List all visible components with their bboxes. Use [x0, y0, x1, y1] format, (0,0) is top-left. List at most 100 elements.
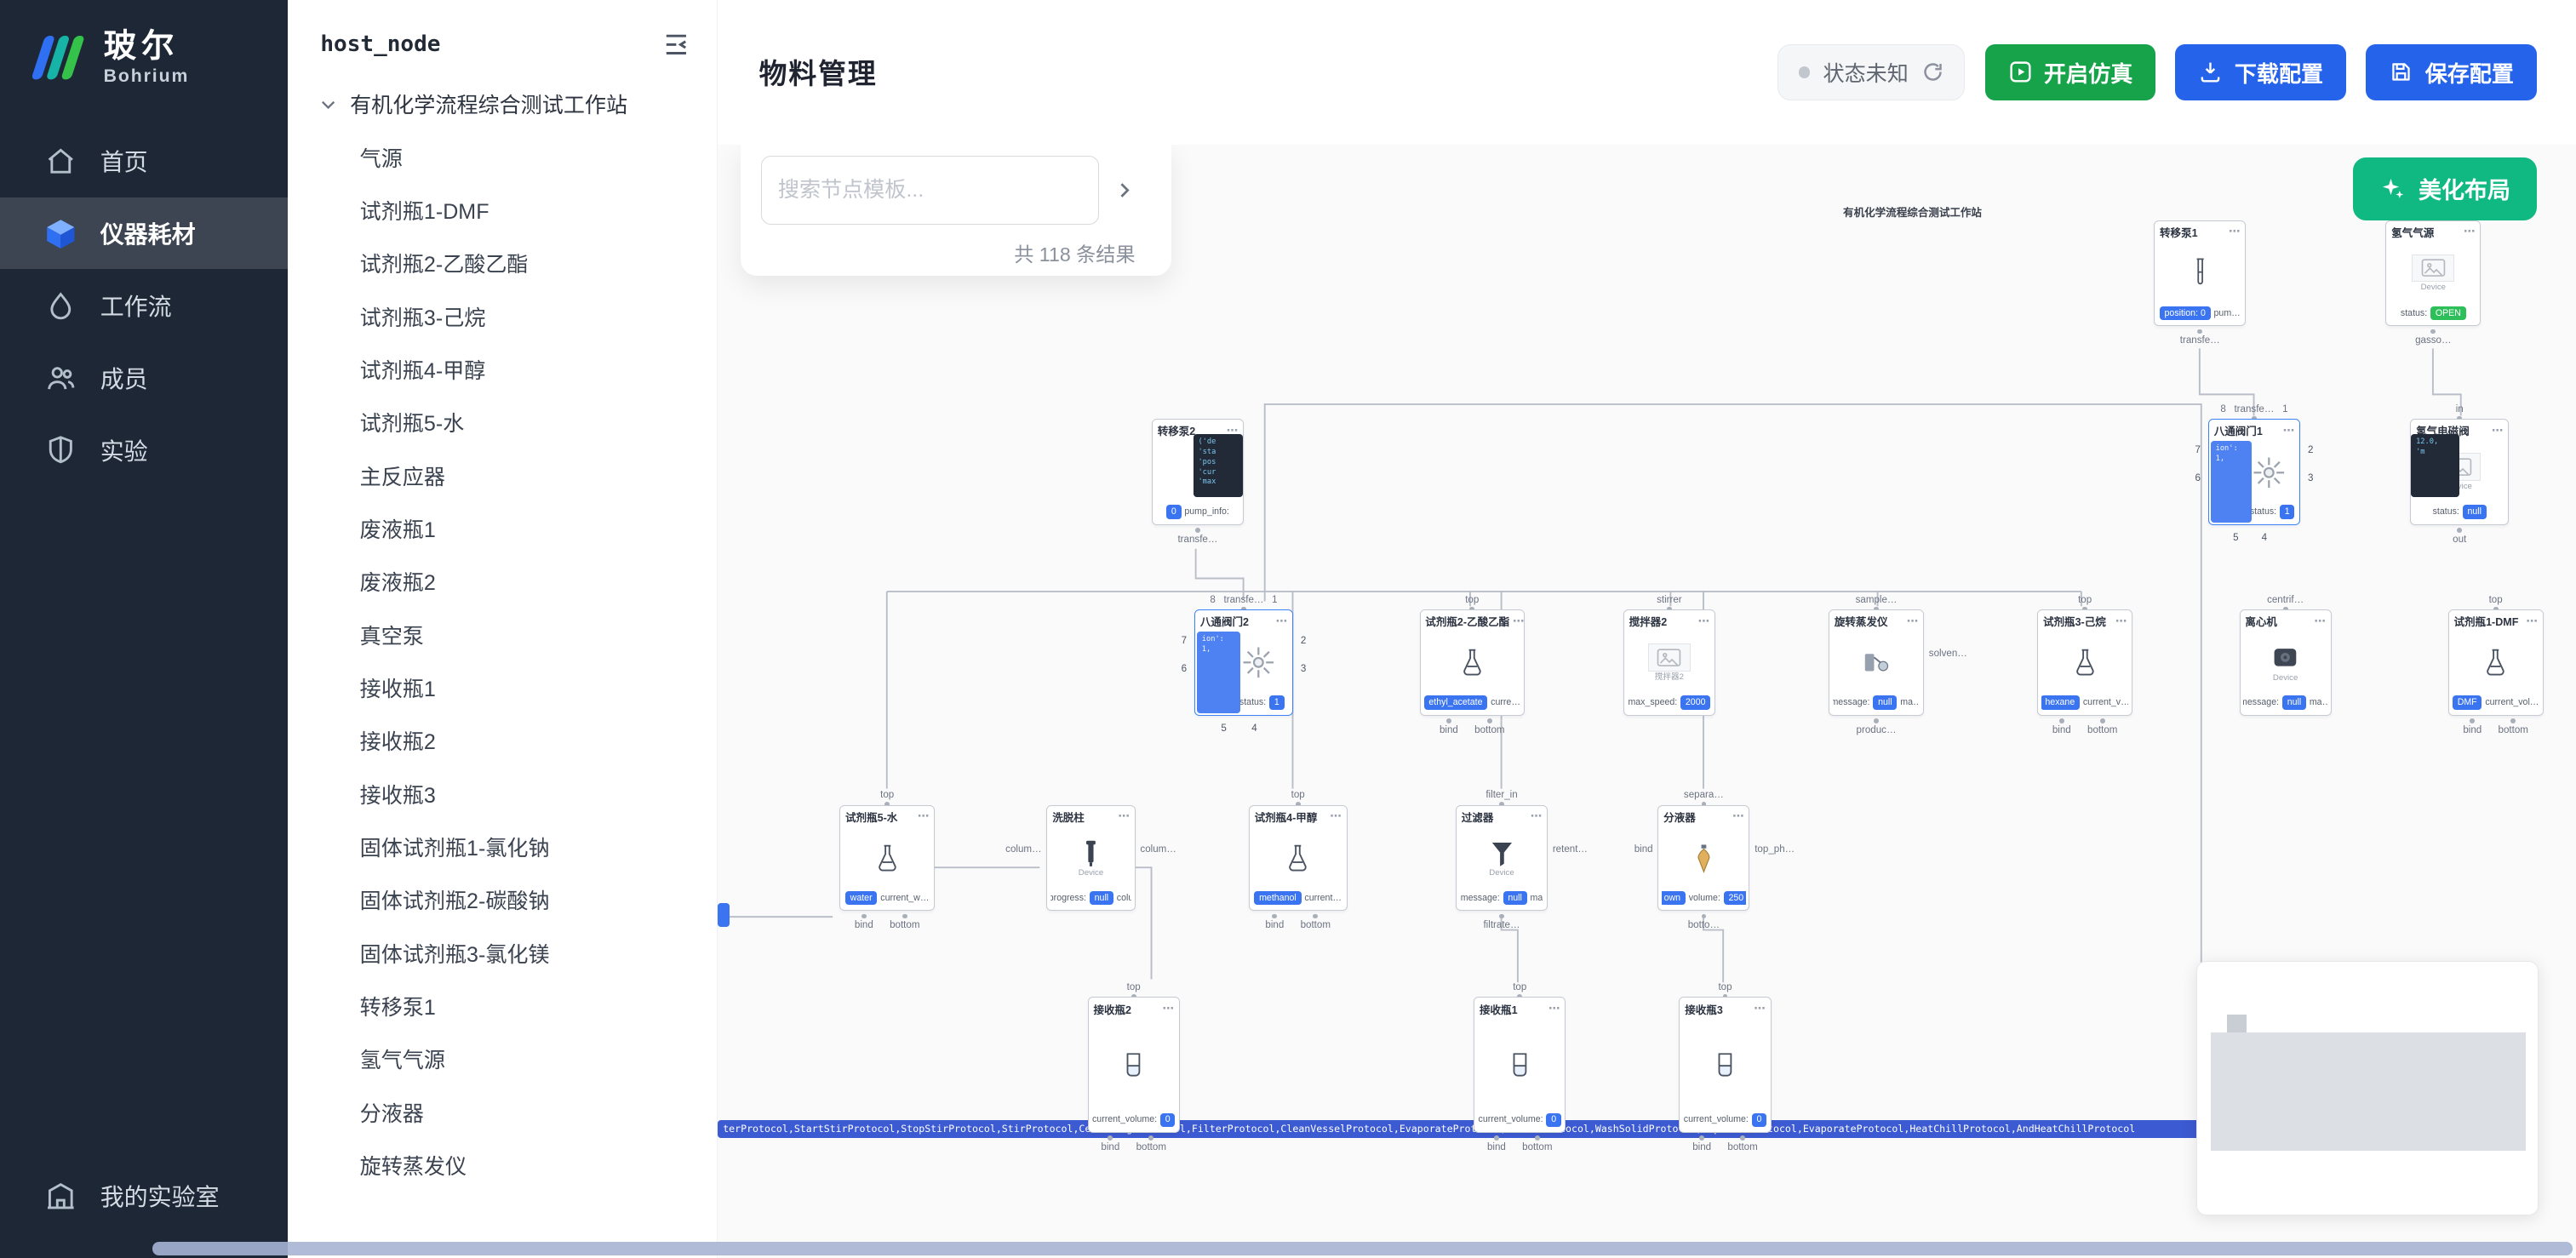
- node-menu-icon[interactable]: ⋯: [2491, 423, 2504, 437]
- tree-item[interactable]: 接收瓶1: [359, 677, 436, 701]
- node-header: 八通阀门2⋯: [1195, 610, 1292, 632]
- node-menu-icon[interactable]: ⋯: [1530, 809, 1543, 823]
- sidebar-item-workflow[interactable]: 工作流: [0, 269, 288, 341]
- flow-node-elution-column[interactable]: 洗脱柱⋯Deviceprogress:nullcolucolum…colum…: [1005, 804, 1176, 912]
- node-menu-icon[interactable]: ⋯: [1732, 809, 1744, 823]
- brand[interactable]: 玻尔 Bohrium: [0, 0, 288, 125]
- node-menu-icon[interactable]: ⋯: [1162, 1002, 1174, 1015]
- tree-item[interactable]: 废液瓶2: [359, 571, 436, 596]
- save-config-button[interactable]: 保存配置: [2366, 44, 2537, 100]
- sidebar-item-home[interactable]: 首页: [0, 125, 288, 197]
- sidebar-item-members[interactable]: 成员: [0, 341, 288, 414]
- node-title: 接收瓶3: [1685, 1004, 1723, 1016]
- tree-item[interactable]: 废液瓶1: [359, 517, 436, 542]
- node-menu-icon[interactable]: ⋯: [2115, 614, 2127, 627]
- search-input[interactable]: [760, 156, 1100, 226]
- node-badge: OPEN: [2430, 306, 2466, 321]
- tree-item[interactable]: 试剂瓶2-乙酸乙酯: [359, 253, 529, 277]
- valve-icon: [2253, 456, 2286, 489]
- node-header: 氢气气源 ⋯: [2386, 221, 2480, 243]
- tree-item[interactable]: 试剂瓶3-己烷: [359, 306, 486, 330]
- status-pill[interactable]: 状态未知: [1777, 44, 1966, 100]
- node-menu-icon[interactable]: ⋯: [2526, 614, 2538, 627]
- chevron-right-icon[interactable]: [1099, 156, 1148, 225]
- node-badge: null: [2462, 505, 2487, 519]
- node-menu-icon[interactable]: ⋯: [1330, 809, 1342, 823]
- tree-item[interactable]: 试剂瓶4-甲醇: [359, 358, 486, 383]
- cube-icon: [44, 217, 77, 250]
- node-menu-icon[interactable]: ⋯: [2464, 225, 2476, 238]
- node-menu-icon[interactable]: ⋯: [2314, 614, 2326, 627]
- tree-item[interactable]: 转移泵1: [359, 995, 436, 1020]
- tree-item[interactable]: 气源: [359, 146, 403, 171]
- node-menu-icon[interactable]: ⋯: [1118, 809, 1130, 823]
- node-menu-icon[interactable]: ⋯: [1275, 614, 1288, 627]
- tree-item[interactable]: 固体试剂瓶3-氯化镁: [359, 942, 550, 967]
- brand-subname: Bohrium: [103, 66, 190, 86]
- node-menu-icon[interactable]: ⋯: [1226, 423, 1239, 437]
- sidebar-item-my-lab[interactable]: 我的实验室: [0, 1160, 288, 1232]
- node-badge: current_vol…: [2485, 697, 2539, 708]
- tree-item[interactable]: 接收瓶3: [359, 783, 436, 808]
- node-menu-icon[interactable]: ⋯: [2229, 225, 2241, 238]
- node-title: 氢气气源: [2391, 226, 2435, 239]
- node-menu-icon[interactable]: ⋯: [1754, 1002, 1766, 1015]
- tree-item[interactable]: 分液器: [359, 1101, 424, 1126]
- download-config-button[interactable]: 下载配置: [2175, 44, 2347, 100]
- tree-item[interactable]: 试剂瓶5-水: [359, 412, 465, 437]
- tree-item[interactable]: 固体试剂瓶2-碳酸钠: [359, 889, 550, 914]
- flow-canvas[interactable]: 有机化学流程综合测试工作站 terProtocol,StartStirProto…: [718, 144, 2576, 1258]
- save-icon: [2389, 60, 2413, 84]
- refresh-icon[interactable]: [1921, 60, 1944, 83]
- sidebar-item-experiments[interactable]: 实验: [0, 414, 288, 486]
- node-port-label: separa…: [1641, 790, 1766, 807]
- node-body: [1829, 632, 1923, 694]
- node-menu-icon[interactable]: ⋯: [1548, 1002, 1560, 1015]
- node-menu-icon[interactable]: ⋯: [917, 809, 930, 823]
- start-simulation-button[interactable]: 开启仿真: [1984, 44, 2156, 100]
- node-menu-icon[interactable]: ⋯: [2282, 423, 2295, 437]
- node-search-panel: 共 118 条结果: [741, 144, 1172, 277]
- tree-item[interactable]: 主反应器: [359, 465, 445, 489]
- node-port-label: gasso…: [2415, 329, 2451, 346]
- tree-item[interactable]: 旋转蒸发仪: [359, 1154, 467, 1179]
- tree-item[interactable]: 氢气气源: [359, 1049, 445, 1073]
- node-menu-icon[interactable]: ⋯: [1513, 614, 1525, 627]
- sidebar-item-instruments[interactable]: 仪器耗材: [0, 197, 288, 270]
- tree-root-node[interactable]: 有机化学流程综合测试工作站: [288, 76, 718, 133]
- tree-item[interactable]: 接收瓶2: [359, 730, 436, 755]
- flask-icon: [1459, 648, 1485, 678]
- collapse-panel-icon[interactable]: [661, 30, 691, 60]
- node-header: 试剂瓶3-己烷⋯: [2038, 610, 2132, 632]
- tree-item[interactable]: 固体试剂瓶1-氯化钠: [359, 836, 550, 861]
- beautify-layout-button[interactable]: 美化布局: [2352, 157, 2537, 220]
- valve-port-number: 2: [1300, 635, 1307, 646]
- tree-item[interactable]: 试剂瓶1-DMF: [359, 199, 489, 224]
- valve-port-number: 4: [2261, 532, 2268, 543]
- minimap[interactable]: [2196, 961, 2539, 1216]
- node-menu-icon[interactable]: ⋯: [1906, 614, 1919, 627]
- horizontal-scrollbar[interactable]: [152, 1242, 2573, 1255]
- tree-item[interactable]: 真空泵: [359, 624, 424, 649]
- node-menu-icon[interactable]: ⋯: [1697, 614, 1710, 627]
